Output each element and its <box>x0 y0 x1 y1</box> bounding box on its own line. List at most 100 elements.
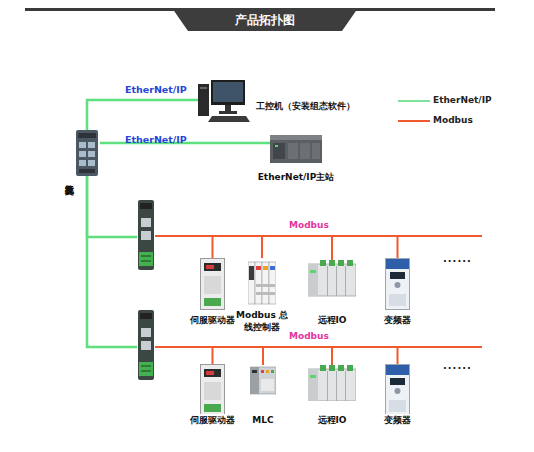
modbus-wire <box>155 347 398 364</box>
device-part <box>140 313 152 319</box>
plc-master: EtherNet/IP主站 <box>270 133 322 165</box>
device-part <box>327 371 328 401</box>
device-part <box>204 382 221 400</box>
device-part <box>200 87 207 89</box>
device-part <box>308 264 318 296</box>
device-label: MLC <box>252 414 273 426</box>
device-part <box>204 404 221 412</box>
device-part <box>141 365 151 367</box>
device-part <box>395 388 401 394</box>
device-illustration <box>74 130 100 176</box>
device-part <box>336 371 337 401</box>
device-part <box>389 400 406 412</box>
device-part <box>275 145 278 147</box>
device-part <box>88 160 95 166</box>
legend-line <box>398 120 430 122</box>
device-part <box>211 80 245 105</box>
device-part <box>288 143 298 159</box>
device-part <box>201 259 225 310</box>
device-illustration <box>198 78 250 122</box>
legend-text: Modbus <box>433 115 473 125</box>
device-illustration <box>308 365 356 401</box>
device-part <box>78 133 96 138</box>
device-label: 远程IO <box>318 414 347 426</box>
modbus-wire <box>155 347 263 365</box>
device-part <box>255 262 262 304</box>
device-label: 变频器 <box>384 414 411 426</box>
device-part <box>389 294 406 306</box>
device-part <box>270 135 322 140</box>
device-part <box>269 262 276 304</box>
device-part <box>139 362 153 376</box>
device-part <box>138 200 154 270</box>
ethernet-wire <box>87 100 198 130</box>
ellipsis-mark: ...... <box>443 360 472 371</box>
device-part <box>204 263 221 271</box>
device-part <box>141 328 151 337</box>
modbus-bus <box>155 346 482 348</box>
device-part <box>386 259 410 310</box>
device-part <box>208 116 250 122</box>
device-part <box>386 259 409 269</box>
modbus-wire <box>155 236 262 258</box>
device-illustration <box>200 258 225 310</box>
remote-io: 远程IO <box>308 365 356 401</box>
device-part <box>76 130 98 176</box>
device-label: Modbus 总线控制器 <box>236 309 288 333</box>
device-part <box>308 264 356 296</box>
ellipsis-mark: ...... <box>443 253 472 264</box>
device-part <box>201 365 225 415</box>
device-part <box>327 266 328 296</box>
device-part <box>141 260 151 262</box>
servo-drive: 伺服驱动器 <box>200 364 225 414</box>
device-part <box>271 370 274 373</box>
device-part <box>308 369 356 401</box>
device-part <box>338 365 344 371</box>
device-part <box>141 231 151 240</box>
ethernet-wire <box>87 176 137 347</box>
modbus-bus <box>155 235 482 237</box>
device-part <box>320 365 326 371</box>
device-part <box>141 341 151 350</box>
device-illustration <box>200 364 225 414</box>
device-part <box>266 370 269 373</box>
device-part <box>270 266 275 270</box>
device-part <box>395 282 401 288</box>
device-part <box>263 266 268 270</box>
device-part <box>141 370 151 372</box>
device-part <box>320 260 326 266</box>
device-illustration <box>385 364 410 414</box>
wire-label: Modbus <box>289 220 329 230</box>
device-part <box>345 266 346 296</box>
header-tab <box>172 8 358 31</box>
device-part <box>204 298 221 306</box>
device-part <box>308 369 318 401</box>
mlc-controller: MLC <box>250 365 276 395</box>
ethernet-wire <box>87 176 137 237</box>
gateway-module <box>137 310 155 380</box>
device-part <box>79 169 95 173</box>
device-part <box>390 272 405 279</box>
device-part <box>140 203 152 209</box>
device-part <box>336 266 337 296</box>
industrial-pc: 工控机（安装组态软件） <box>198 78 250 122</box>
device-part <box>250 367 259 394</box>
device-part <box>312 143 320 159</box>
device-illustration <box>137 310 155 380</box>
wire-label: EtherNet/IP <box>125 84 187 95</box>
device-part <box>256 266 261 270</box>
device-part <box>213 82 243 102</box>
industrial-switch: 工业交换机 <box>74 130 100 176</box>
device-part <box>273 143 285 159</box>
device-label: 工控机（安装组态软件） <box>256 100 355 112</box>
device-part <box>204 369 221 377</box>
device-part <box>79 142 86 148</box>
device-part <box>347 365 353 371</box>
device-label: EtherNet/IP主站 <box>258 171 335 183</box>
device-part <box>250 367 276 394</box>
device-part <box>390 378 405 385</box>
device-illustration <box>137 200 155 270</box>
wire-label: EtherNet/IP <box>125 134 187 145</box>
